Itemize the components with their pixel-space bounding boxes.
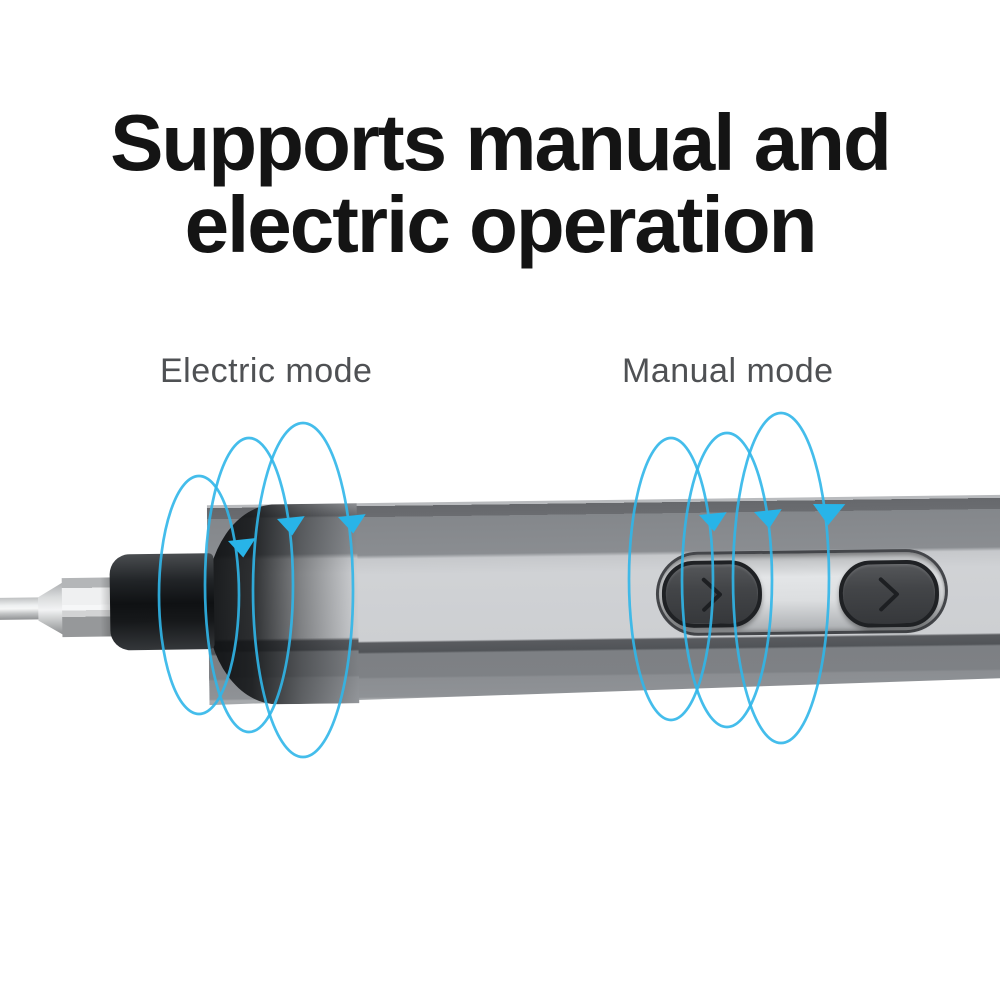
headline-line1: Supports manual and	[110, 97, 892, 187]
screwdriver-nose-cone	[204, 503, 360, 706]
mode-button-left	[661, 559, 763, 629]
headline-line2: electric operation	[184, 179, 818, 269]
screwdriver-bit-tip	[0, 597, 41, 621]
chevron-right-icon	[878, 576, 899, 611]
screwdriver-bit-hex-shank	[61, 577, 116, 638]
headline: Supports manual and electric operation	[0, 97, 1000, 269]
mode-button-right	[838, 559, 940, 628]
label-manual-mode: Manual mode	[622, 352, 834, 390]
bit-chuck	[109, 553, 215, 651]
label-electric-mode: Electric mode	[160, 352, 373, 390]
chevron-right-icon	[701, 577, 722, 612]
